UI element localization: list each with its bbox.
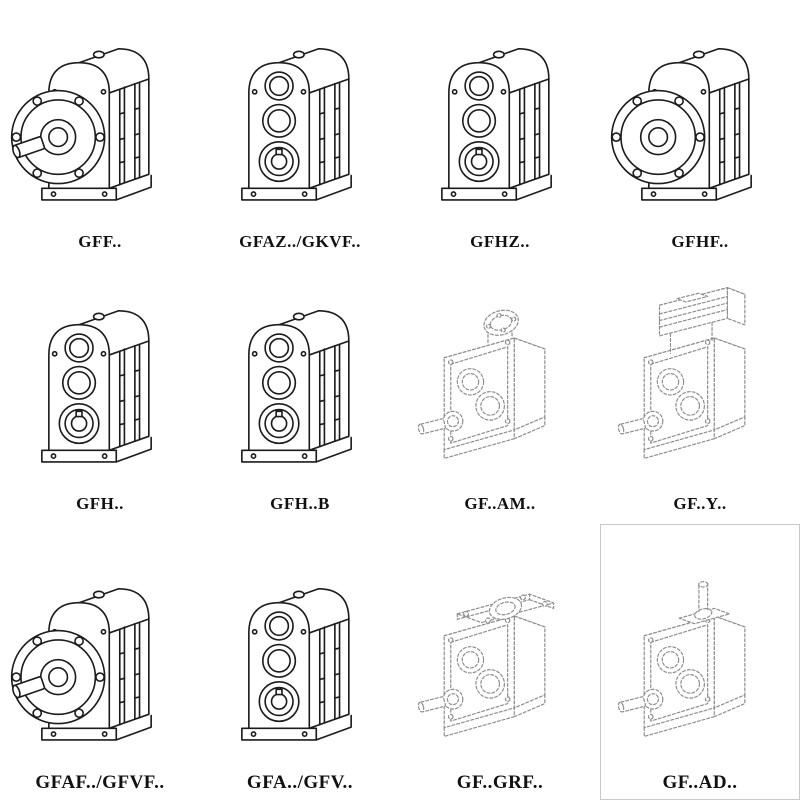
model-label: GF..Y.. <box>673 494 727 513</box>
gearbox-drawing-svg <box>7 554 193 770</box>
gearbox-drawing-svg <box>607 554 793 770</box>
model-label: GFF.. <box>78 232 122 251</box>
gearbox-drawing-svg <box>207 14 393 230</box>
catalog-cell: GFHZ.. <box>400 0 600 262</box>
catalog-cell: GF..Y.. <box>600 262 800 524</box>
gearbox-drawing-svg <box>7 14 193 230</box>
model-label: GFHZ.. <box>470 232 530 251</box>
gearbox-drawing <box>618 582 745 737</box>
gearbox-drawing <box>442 49 551 200</box>
gearbox-drawing-svg <box>607 14 793 230</box>
catalog-cell: GFH.. <box>0 262 200 524</box>
catalog-cell: GFHF.. <box>600 0 800 262</box>
gearbox-drawing <box>42 311 151 462</box>
gearbox-drawing <box>418 306 545 458</box>
catalog-cell: GFH..B <box>200 262 400 524</box>
catalog-cell: GFAZ../GKVF.. <box>200 0 400 262</box>
gearbox-drawing-svg <box>207 554 393 770</box>
gearbox-drawing-svg <box>607 276 793 492</box>
model-label: GFAF../GFVF.. <box>35 772 165 793</box>
model-label: GFA../GFV.. <box>246 772 354 793</box>
catalog-cell: GFAF../GFVF.. <box>0 524 200 800</box>
model-label: GFAZ../GKVF.. <box>239 232 361 251</box>
catalog-cell: GFA../GFV.. <box>200 524 400 800</box>
catalog-cell: GF..GRF.. <box>400 524 600 800</box>
gearbox-drawing <box>242 49 351 200</box>
gearbox-drawing <box>242 589 351 740</box>
gearbox-drawing-svg <box>407 554 593 770</box>
gearbox-drawing <box>418 594 554 737</box>
model-label: GFH.. <box>76 494 124 513</box>
catalog-cell: GF..AD.. <box>600 524 800 800</box>
catalog-cell: GFF.. <box>0 0 200 262</box>
model-label: GF..AM.. <box>464 494 536 513</box>
gearbox-drawing-svg <box>407 14 593 230</box>
gearbox-drawing-svg <box>7 276 193 492</box>
gearbox-drawing <box>11 49 151 200</box>
model-label: GFH..B <box>270 494 330 513</box>
gearbox-drawing <box>242 311 351 462</box>
model-label: GF..GRF.. <box>456 772 544 793</box>
gearbox-drawing <box>11 589 151 740</box>
gearbox-drawing <box>618 288 745 459</box>
model-label: GF..AD.. <box>662 772 738 793</box>
gearbox-drawing-svg <box>207 276 393 492</box>
model-label: GFHF.. <box>671 232 729 251</box>
gearbox-drawing <box>612 49 752 200</box>
catalog-cell: GF..AM.. <box>400 262 600 524</box>
gearbox-drawing-svg <box>407 276 593 492</box>
